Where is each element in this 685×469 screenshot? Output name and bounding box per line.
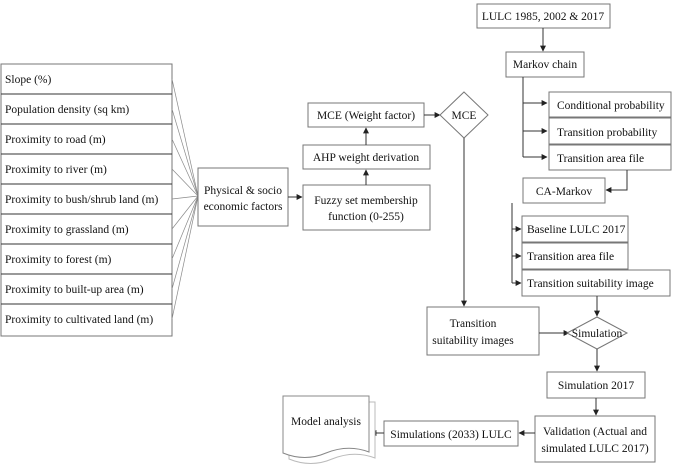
factor-proximity-grassland: Proximity to grassland (m) — [5, 224, 129, 236]
conditional-probability-label: Conditional probability — [557, 100, 665, 112]
physical-line-2: economic factors — [204, 201, 283, 213]
factor-proximity-river: Proximity to river (m) — [5, 164, 107, 176]
simulation-label: Simulation — [572, 328, 623, 340]
transition-probability-label: Transition probability — [557, 127, 657, 139]
factors-list: Slope (%) Population density (sq km) Pro… — [0, 63, 173, 337]
simulation-2017-box: Simulation 2017 — [546, 371, 646, 399]
factors-border — [0, 63, 173, 337]
factor-slope: Slope (%) — [5, 74, 51, 86]
mce-weight-box: MCE (Weight factor) — [307, 102, 425, 128]
transition-area-file-label: Transition area file — [557, 153, 644, 165]
factor-proximity-builtup: Proximity to built-up area (m) — [5, 284, 144, 296]
mce-label: MCE — [452, 110, 477, 122]
factor-proximity-road: Proximity to road (m) — [5, 134, 106, 146]
mce-weight-label: MCE (Weight factor) — [317, 110, 415, 122]
validation-box: Validation (Actual and simulated LULC 20… — [534, 415, 656, 463]
tsi-line-2: suitability images — [432, 335, 514, 347]
simulation-diamond: Simulation — [565, 316, 629, 350]
fuzzy-line-1: Fuzzy set membership — [314, 195, 418, 207]
ca-markov-label: CA-Markov — [536, 186, 592, 198]
ca-inputs: Baseline LULC 2017 Transition area file … — [521, 215, 671, 297]
factor-population-density: Population density (sq km) — [5, 104, 129, 116]
simulations-2033-label: Simulations (2033) LULC — [390, 429, 512, 441]
validation-line-2: simulated LULC 2017) — [541, 443, 648, 455]
arrow-outputs-to-ca-markov — [605, 170, 628, 193]
validation-line-1: Validation (Actual and — [543, 426, 647, 438]
tsi-box: Transition suitability images — [426, 306, 540, 356]
factor-fan-lines — [171, 78, 199, 320]
tsi-line-1: Transition — [450, 318, 497, 330]
simulations-2033-box: Simulations (2033) LULC — [383, 420, 519, 447]
markov-label: Markov chain — [513, 59, 577, 71]
lulc-label: LULC 1985, 2002 & 2017 — [482, 11, 605, 23]
mce-diamond: MCE — [439, 91, 489, 139]
ahp-label: AHP weight derivation — [313, 152, 420, 164]
fuzzy-line-2: function (0-255) — [328, 211, 404, 223]
physical-line-1: Physical & socio — [204, 185, 282, 197]
simulation-2017-label: Simulation 2017 — [558, 380, 635, 392]
model-analysis-label: Model analysis — [291, 416, 361, 428]
fuzzy-membership-box: Fuzzy set membership function (0-255) — [302, 184, 431, 231]
baseline-lulc-label: Baseline LULC 2017 — [527, 224, 626, 236]
markov-outputs: Conditional probability Transition proba… — [548, 91, 672, 171]
physical-socio-box: Physical & socio economic factors — [197, 167, 289, 227]
factor-proximity-cultivated: Proximity to cultivated land (m) — [5, 314, 153, 326]
markov-box: Markov chain — [505, 51, 585, 78]
ca-markov-box: CA-Markov — [522, 177, 606, 204]
lulc-box: LULC 1985, 2002 & 2017 — [476, 3, 611, 29]
model-analysis-document: Model analysis — [282, 395, 376, 464]
ahp-box: AHP weight derivation — [302, 144, 431, 170]
factor-proximity-bush: Proximity to bush/shrub land (m) — [5, 194, 159, 206]
transition-suitability-image-label: Transition suitability image — [527, 278, 654, 290]
ca-transition-area-label: Transition area file — [527, 251, 614, 263]
factor-proximity-forest: Proximity to forest (m) — [5, 254, 112, 266]
